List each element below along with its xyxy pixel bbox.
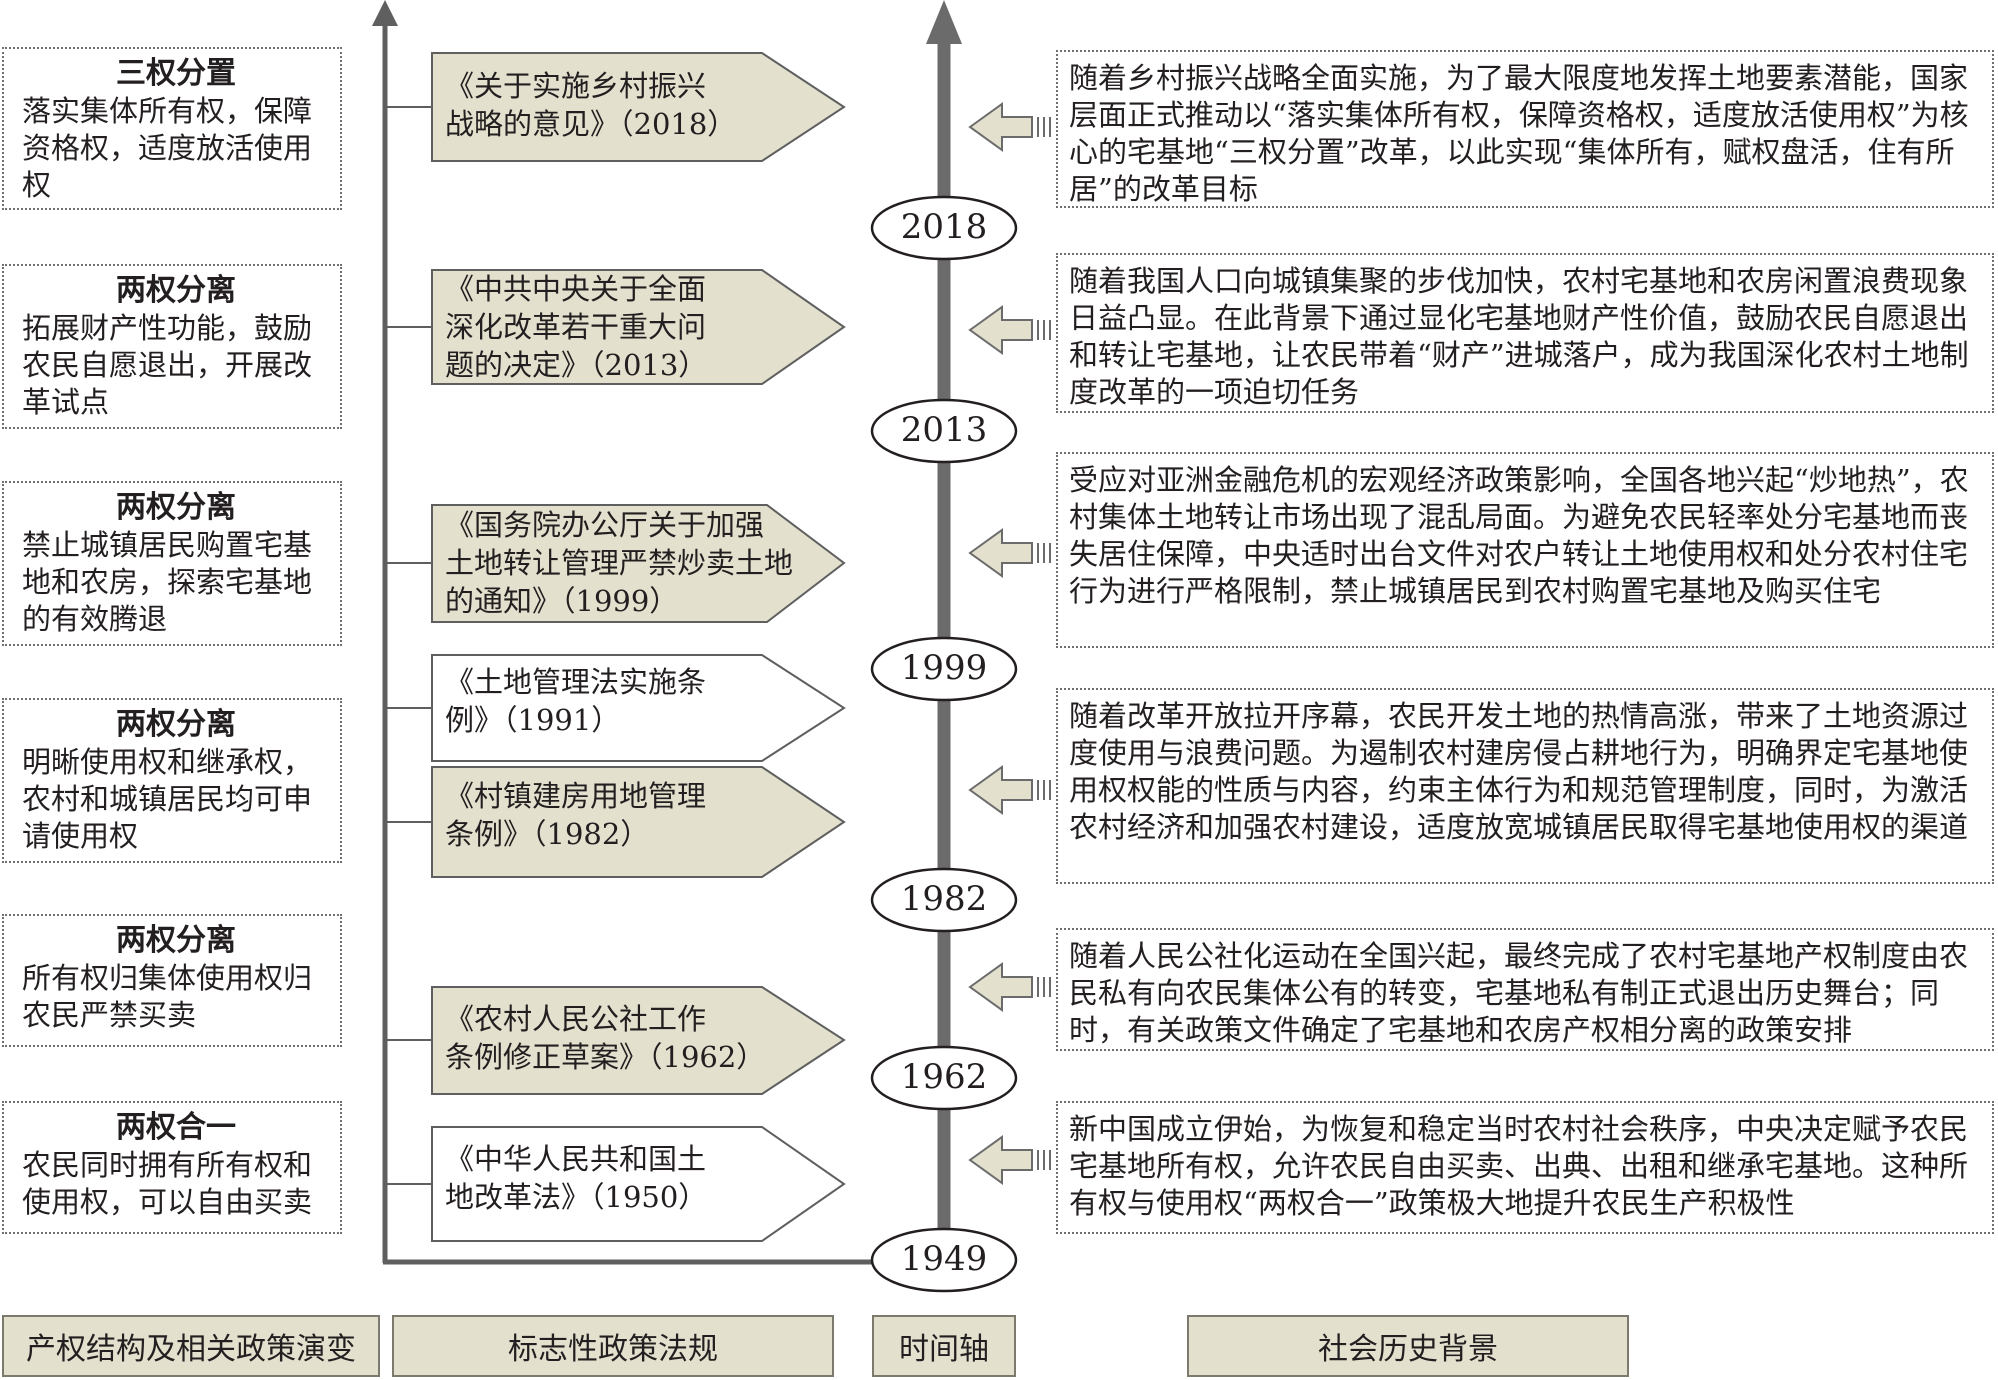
background-arrows	[968, 102, 1051, 1185]
caption-policies: 标志性政策法规	[392, 1315, 834, 1377]
stage-desc: 拓展财产性功能，鼓励农民自愿退出，开展改革试点	[22, 311, 313, 419]
background-box-1999: 受应对亚洲金融危机的宏观经济政策影响，全国各地兴起“炒地热”，农村集体土地转让市…	[1056, 452, 1994, 648]
year-ellipse-1962	[870, 1045, 1018, 1111]
policy-text-1950: 《中华人民共和国土 地改革法》（1950）	[445, 1142, 708, 1214]
year-label-1949: 1949	[900, 1239, 988, 1279]
year-ellipse-2018	[870, 195, 1018, 261]
background-box-1962: 随着人民公社化运动在全国兴起，最终完成了农村宅基地产权制度由农民私有向农民集体公…	[1056, 928, 1994, 1051]
year-ellipse-2013	[870, 398, 1018, 464]
policy-text-1962: 《农村人民公社工作 条例修正草案》（1962）	[445, 1002, 766, 1074]
background-arrow-1982	[968, 765, 1051, 815]
background-arrow-2013	[968, 305, 1051, 355]
stage-desc: 明晰使用权和继承权，农村和城镇居民均可申请使用权	[22, 745, 313, 853]
stage-box-1999: 两权分离 禁止城镇居民购置宅基地和农房，探索宅基地的有效腾退	[2, 481, 342, 646]
background-box-2013: 随着我国人口向城镇集聚的步伐加快，农村宅基地和农房闲置浪费现象日益凸显。在此背景…	[1056, 253, 1994, 413]
caption-social-background: 社会历史背景	[1187, 1315, 1629, 1377]
background-arrow-1962	[968, 962, 1051, 1012]
caption-property-structure: 产权结构及相关政策演变	[2, 1315, 380, 1377]
stage-desc: 落实集体所有权，保障资格权，适度放活使用权	[22, 94, 313, 202]
year-ellipse-1949	[870, 1227, 1018, 1293]
policy-text-1999: 《国务院办公厅关于加强 土地转让管理严禁炒卖土地 的通知》（1999）	[445, 508, 794, 618]
policy-box-1982	[431, 766, 846, 878]
year-label-1999: 1999	[900, 648, 988, 688]
stage-title: 两权分离	[116, 490, 236, 525]
stage-title: 两权合一	[116, 1110, 236, 1145]
year-label-1962: 1962	[900, 1057, 988, 1097]
background-box-1949: 新中国成立伊始，为恢复和稳定当时农村社会秩序，中央决定赋予农民宅基地所有权，允许…	[1056, 1101, 1994, 1234]
stage-title: 两权分离	[116, 923, 236, 958]
background-box-2018: 随着乡村振兴战略全面实施，为了最大限度地发挥土地要素潜能，国家层面正式推动以“落…	[1056, 50, 1994, 208]
policy-box-2018	[431, 52, 846, 162]
policy-text-2013: 《中共中央关于全面 深化改革若干重大问 题的决定》（2013）	[445, 272, 708, 382]
policy-text-1982: 《村镇建房用地管理 条例》（1982）	[445, 779, 707, 851]
background-arrow-2018	[968, 102, 1051, 152]
stage-box-1982: 两权分离 明晰使用权和继承权，农村和城镇居民均可申请使用权	[2, 698, 342, 863]
stage-title: 三权分置	[116, 56, 236, 91]
stage-title: 两权分离	[116, 273, 236, 308]
stage-desc: 所有权归集体使用权归农民严禁买卖	[22, 961, 313, 1032]
policy-axis-arrowhead	[372, 0, 398, 26]
year-label-1982: 1982	[900, 879, 988, 919]
background-box-1982: 随着改革开放拉开序幕，农民开发土地的热情高涨，带来了土地资源过度使用与浪费问题。…	[1056, 688, 1994, 884]
stage-box-2018: 三权分置 落实集体所有权，保障资格权，适度放活使用权	[2, 47, 342, 210]
background-arrow-1949	[968, 1135, 1051, 1185]
year-ellipse-1982	[870, 867, 1018, 933]
stage-box-2013: 两权分离 拓展财产性功能，鼓励农民自愿退出，开展改革试点	[2, 264, 342, 429]
policy-box-1950	[431, 1126, 846, 1242]
stage-title: 两权分离	[116, 707, 236, 742]
stage-box-1962: 两权分离 所有权归集体使用权归农民严禁买卖	[2, 914, 342, 1047]
policy-box-1999	[431, 504, 846, 623]
year-label-2018: 2018	[900, 207, 988, 247]
policy-connectors	[385, 106, 432, 1185]
policy-text-2018: 《关于实施乡村振兴 战略的意见》（2018）	[445, 69, 737, 141]
policy-box-2013	[431, 269, 846, 385]
stage-desc: 禁止城镇居民购置宅基地和农房，探索宅基地的有效腾退	[22, 528, 313, 636]
stage-box-1949: 两权合一 农民同时拥有所有权和使用权，可以自由买卖	[2, 1101, 342, 1234]
policy-text-1991: 《土地管理法实施条 例》（1991）	[445, 665, 707, 737]
policy-box-1962	[431, 986, 846, 1095]
year-ellipse-1999	[870, 636, 1018, 702]
policy-box-1991	[431, 654, 846, 762]
background-arrow-1999	[968, 528, 1051, 578]
year-label-2013: 2013	[900, 410, 988, 450]
time-axis-arrowhead	[926, 0, 962, 44]
stage-desc: 农民同时拥有所有权和使用权，可以自由买卖	[22, 1148, 313, 1219]
caption-timeline: 时间轴	[872, 1315, 1016, 1377]
